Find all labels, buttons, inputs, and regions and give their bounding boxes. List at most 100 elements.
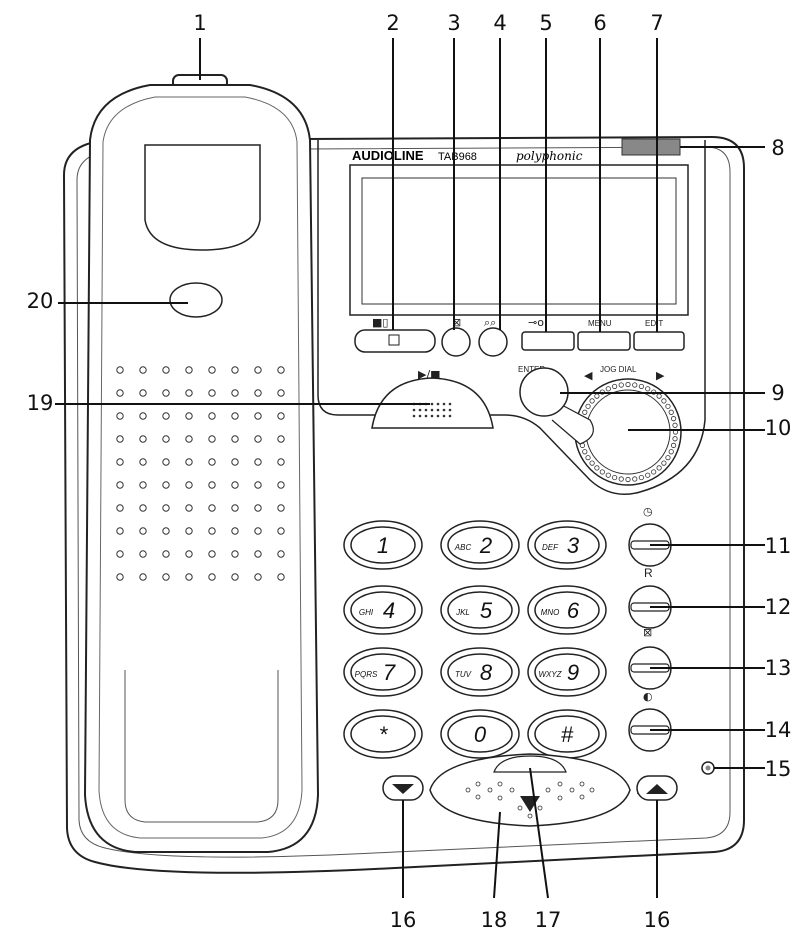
jog-dial-dot — [589, 398, 595, 404]
jog-dial-dot — [661, 460, 667, 466]
base-speaker-hole — [497, 795, 503, 801]
key-0[interactable]: 0 — [440, 709, 520, 759]
speaker-hole — [231, 481, 239, 489]
speaker-hole — [277, 573, 285, 581]
handsfree-icon: ◐ — [643, 690, 653, 703]
edit-button[interactable] — [633, 331, 685, 351]
speaker-hole — [208, 366, 216, 374]
memo-button[interactable] — [354, 329, 436, 353]
jog-dial-dot — [656, 465, 662, 471]
speaker-hole — [185, 527, 193, 535]
play-grille-hole — [448, 402, 452, 406]
key-digit: 6 — [567, 598, 580, 623]
speaker-hole — [185, 458, 193, 466]
key-1[interactable]: 1 — [343, 520, 423, 570]
jog-dial-dot — [638, 383, 644, 390]
jog-dial-grip — [577, 381, 679, 483]
memo-button-square-icon — [388, 334, 400, 346]
jog-dial-dot — [612, 474, 618, 481]
speaker-hole — [231, 550, 239, 558]
key-digit: 4 — [383, 598, 395, 623]
speaker-hole — [162, 527, 170, 535]
power-led-inner — [705, 765, 711, 771]
speaker-hole — [116, 366, 124, 374]
memo-icon: ■▯ — [372, 316, 388, 329]
speaker-hole — [277, 550, 285, 558]
jog-dial-dot — [605, 386, 611, 392]
base-speaker-hole — [509, 787, 515, 793]
jog-dial-dot — [625, 381, 631, 388]
key-digit: 8 — [480, 660, 493, 685]
speaker-hole — [139, 504, 147, 512]
key-face — [350, 653, 416, 691]
play-grille-hole — [436, 408, 440, 412]
phone-base-inner-outline — [76, 146, 731, 858]
handset-release-button[interactable] — [169, 282, 223, 318]
base-speaker-hole — [589, 787, 595, 793]
speaker-hole — [208, 389, 216, 397]
callout-number: 18 — [481, 908, 508, 932]
key-star[interactable]: * — [343, 709, 423, 759]
callout-line — [529, 767, 549, 899]
key-face — [534, 653, 600, 691]
speaker-hole — [116, 504, 124, 512]
base-speaker-hole — [569, 787, 575, 793]
speaker-hole — [139, 412, 147, 420]
jog-dial-dot — [670, 442, 677, 448]
callout-number: 6 — [593, 11, 606, 35]
speaker-hole — [185, 504, 193, 512]
speaker-hole — [231, 504, 239, 512]
tape-button[interactable] — [521, 331, 575, 351]
speaker-hole — [139, 527, 147, 535]
jog-dial-dot — [645, 386, 651, 392]
play-grille-hole — [430, 408, 434, 412]
handset-speaker-grille — [116, 366, 285, 581]
delete-icon: ⊠ — [452, 316, 461, 329]
base-speaker-hole — [579, 781, 585, 787]
callout-number: 12 — [765, 595, 792, 619]
key-hash[interactable]: # — [527, 709, 607, 759]
jog-dial-dot — [599, 469, 605, 475]
speaker-hole — [162, 573, 170, 581]
jog-dial-dot — [668, 409, 674, 415]
speaker-hole — [116, 550, 124, 558]
base-speaker-hole — [497, 781, 503, 787]
speaker-hole — [116, 458, 124, 466]
speaker-hole — [139, 366, 147, 374]
callout-number: 19 — [27, 391, 54, 415]
speaker-hole — [277, 458, 285, 466]
base-speaker-hole — [517, 805, 523, 811]
speaker-hole — [139, 435, 147, 443]
key-8[interactable]: TUV 8 — [440, 647, 520, 697]
speaker-hole — [116, 527, 124, 535]
edit-label: EDIT — [645, 319, 663, 328]
search-button[interactable] — [478, 327, 508, 357]
base-speaker-hole — [545, 787, 551, 793]
menu-button[interactable] — [577, 331, 631, 351]
jog-dial-dot — [665, 455, 671, 461]
jog-dial-dot — [585, 455, 591, 461]
key-digit: 0 — [474, 722, 487, 747]
handset-body[interactable] — [83, 84, 320, 853]
speaker-hole — [277, 481, 285, 489]
ringer-selector[interactable] — [493, 755, 567, 773]
delete-button[interactable] — [441, 327, 471, 357]
speaker-hole — [231, 573, 239, 581]
jog-dial-dot — [672, 422, 678, 428]
indicator-led-grille — [621, 138, 681, 156]
speaker-hole — [254, 573, 262, 581]
phone-base-outline — [62, 135, 745, 874]
base-speaker-hole — [475, 794, 481, 800]
jog-dial-dot — [605, 472, 611, 478]
callout-number: 17 — [535, 908, 562, 932]
key-letters: TUV — [455, 670, 472, 679]
model-label: TAB968 — [438, 151, 477, 163]
